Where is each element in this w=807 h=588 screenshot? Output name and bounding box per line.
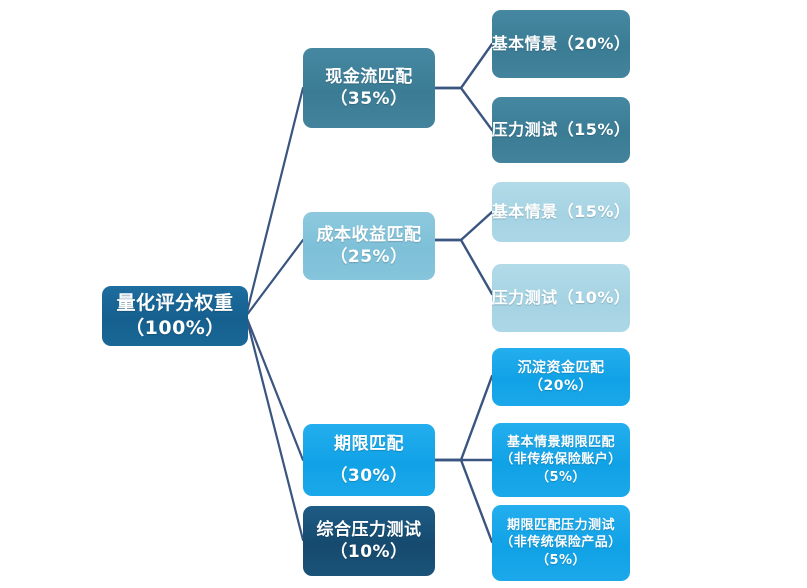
edge-duration-to-stress — [433, 458, 494, 544]
node-duration-match[interactable]: 期限匹配 （30%） — [303, 424, 435, 496]
node-duration-match-stress-test[interactable]: 期限匹配压力测试 （非传统保险产品） （5%） — [492, 505, 630, 581]
node-quantitative-score-weight[interactable]: 量化评分权重 （100%） — [102, 286, 248, 346]
node-line: （25%） — [330, 247, 408, 267]
node-line: 压力测试（15%） — [491, 120, 631, 140]
node-cash-flow-stress-test[interactable]: 压力测试（15%） — [492, 97, 630, 163]
edge-costbenefit-to-base — [433, 210, 494, 242]
node-line: 期限匹配 — [334, 433, 404, 454]
edge-costbenefit-to-stress — [433, 238, 494, 296]
node-line: 压力测试（10%） — [491, 288, 631, 308]
node-line: 成本收益匹配 — [316, 224, 422, 245]
node-line: （20%） — [528, 378, 593, 394]
node-line: 量化评分权重 — [116, 291, 234, 314]
node-line: （非传统保险产品） — [500, 535, 622, 551]
edge-cashflow-to-stress — [433, 86, 494, 132]
node-settled-funds-match[interactable]: 沉淀资金匹配 （20%） — [492, 348, 630, 406]
node-cost-benefit-base-scenario[interactable]: 基本情景（15%） — [492, 182, 630, 242]
node-line: （非传统保险账户） — [500, 452, 622, 468]
edge-root-to-cash-flow — [244, 86, 305, 318]
node-cash-flow-base-scenario[interactable]: 基本情景（20%） — [492, 10, 630, 78]
edge-root-to-duration — [244, 314, 305, 462]
node-line: （35%） — [330, 89, 408, 109]
node-base-scenario-duration-match[interactable]: 基本情景期限匹配 （非传统保险账户） （5%） — [492, 423, 630, 497]
node-line: 综合压力测试 — [316, 519, 422, 540]
node-line: 基本情景期限匹配 — [506, 435, 615, 451]
node-line: （30%） — [330, 466, 408, 486]
node-line: 基本情景（20%） — [491, 34, 631, 54]
node-line: （10%） — [330, 542, 408, 562]
node-line: 沉淀资金匹配 — [517, 359, 605, 376]
node-line: 基本情景（15%） — [491, 202, 631, 222]
edge-root-to-cost-benefit — [244, 238, 305, 318]
node-cash-flow-match[interactable]: 现金流匹配 （35%） — [303, 48, 435, 128]
edge-cashflow-to-base — [433, 42, 494, 90]
node-line: （5%） — [535, 469, 587, 485]
node-cost-benefit-match[interactable]: 成本收益匹配 （25%） — [303, 212, 435, 280]
edge-duration-to-settled — [433, 374, 494, 462]
node-comprehensive-stress-test[interactable]: 综合压力测试 （10%） — [303, 506, 435, 576]
node-line: 现金流匹配 — [325, 66, 413, 87]
node-line: （5%） — [535, 552, 587, 568]
node-cost-benefit-stress-test[interactable]: 压力测试（10%） — [492, 264, 630, 332]
node-line: 期限匹配压力测试 — [506, 518, 615, 534]
edge-root-to-comprehensive — [244, 314, 305, 542]
node-line: （100%） — [125, 317, 225, 339]
